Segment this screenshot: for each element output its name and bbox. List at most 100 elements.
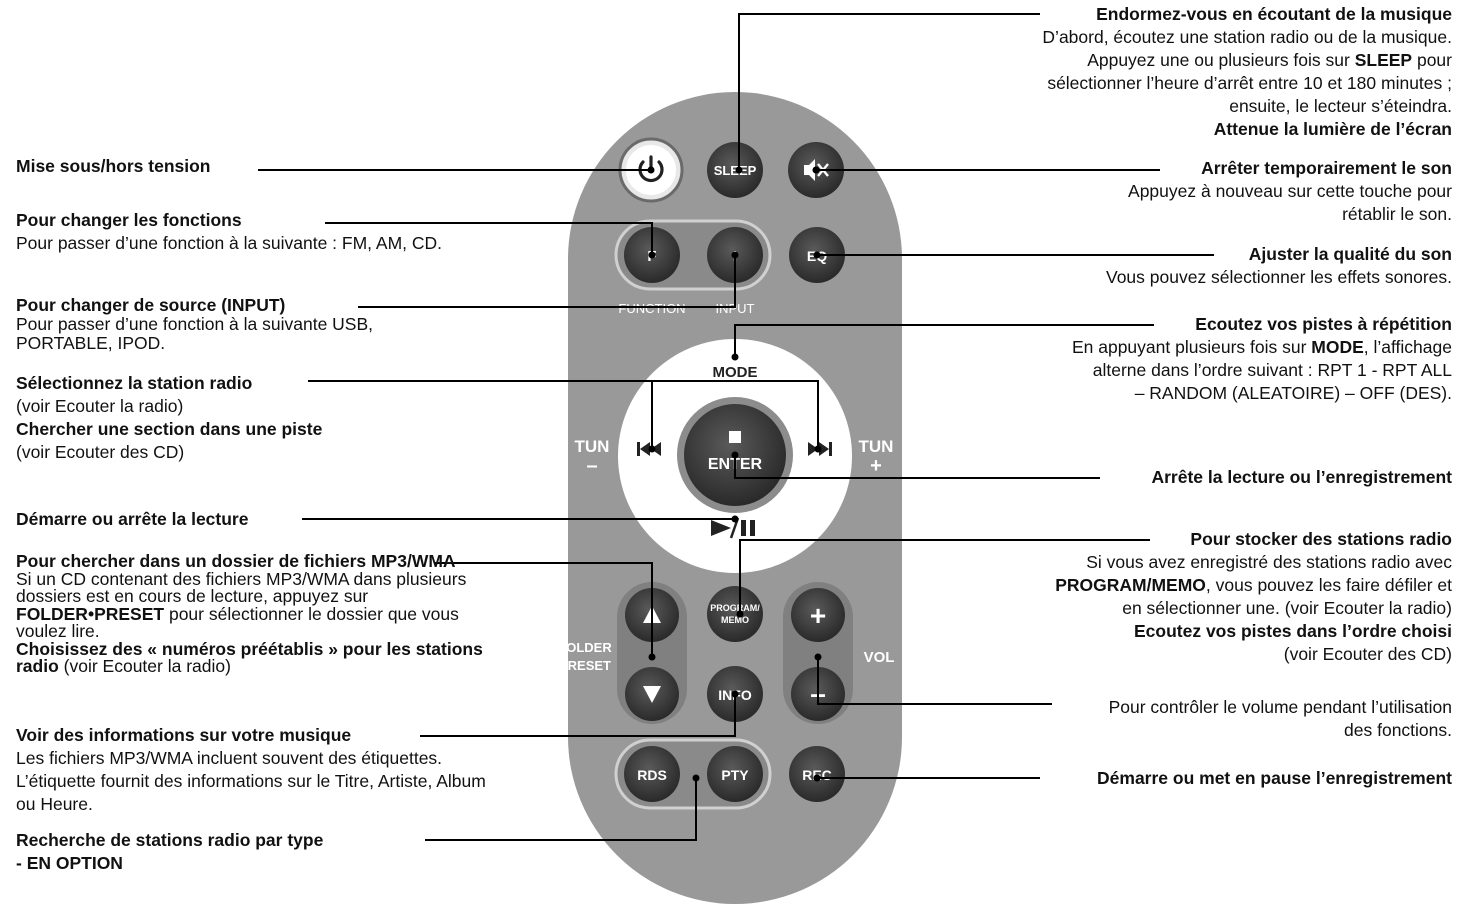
label-sleep-desc-2c: pour (1412, 50, 1452, 70)
tun-minus-sign: – (586, 455, 597, 477)
label-folder-title: Pour chercher dans un dossier de fichier… (16, 551, 456, 571)
tun-minus-button[interactable]: TUN – (575, 437, 610, 477)
label-rec-title: Démarre ou met en pause l’enregistrement (1097, 768, 1452, 788)
memo-label: MEMO (721, 615, 749, 625)
preset-label: PRESET (559, 658, 611, 673)
tun-plus-sign: + (870, 455, 882, 477)
volume-up-button[interactable]: + (791, 588, 845, 642)
label-track-search-desc: (voir Ecouter des CD) (16, 442, 185, 462)
label-mute-desc-1: Appuyez à nouveau sur cette touche pour (1128, 181, 1452, 201)
sleep-button[interactable]: SLEEP (707, 142, 763, 198)
label-sleep-title: Endormez-vous en écoutant de la musique (1096, 4, 1452, 24)
label-mode-desc-1b: MODE (1311, 337, 1364, 357)
down-arrow-icon (643, 686, 661, 703)
prev-button[interactable] (637, 442, 661, 456)
label-mute: Arrêter temporairement le son Appuyez à … (1128, 157, 1452, 226)
label-mode-desc-1a: En appuyant plusieurs fois sur (1071, 337, 1312, 357)
pty-button[interactable]: PTY (707, 746, 763, 802)
callout-lines (258, 13, 1214, 841)
label-program-order-title: Ecoutez vos pistes dans l’ordre choisi (1133, 621, 1452, 641)
label-folder-desc-2: pour sélectionner le dossier que vous vo… (16, 603, 459, 641)
label-mode-desc-1: En appuyant plusieurs fois sur MODE, l’a… (1072, 336, 1452, 359)
mode-button[interactable]: MODE (713, 364, 758, 381)
next-button[interactable] (808, 442, 832, 456)
label-sleep-desc-2: Appuyez une ou plusieurs fois sur SLEEP … (1042, 49, 1452, 72)
label-folder-desc: Si un CD contenant des fichiers MP3/WMA … (16, 568, 486, 641)
label-info-desc: Les fichiers MP3/WMA incluent souvent de… (16, 748, 486, 814)
input-label: INPUT (716, 301, 755, 316)
skip-forward-icon (808, 442, 832, 456)
label-volume-desc-2: des fonctions. (1344, 720, 1452, 740)
label-input: Pour changer de source (INPUT) Pour pass… (16, 296, 456, 353)
label-eq: Ajuster la qualité du son Vous pouvez sé… (1106, 243, 1452, 289)
label-function-desc: Pour passer d’une fonction à la suivante… (16, 233, 443, 253)
label-mode-desc-2: alterne dans l’ordre suivant : RPT 1 - R… (1092, 360, 1452, 380)
sleep-button-label: SLEEP (714, 163, 757, 178)
label-program-desc-4: (voir Ecouter des CD) (1283, 644, 1452, 664)
label-program-desc-2a: PROGRAM/MEMO (1055, 575, 1206, 595)
program-label: PROGRAM/ (710, 603, 760, 613)
label-mode: Ecoutez vos pistes à répétition En appuy… (1072, 313, 1452, 405)
label-info-title: Voir des informations sur votre musique (16, 725, 352, 745)
label-volume: Pour contrôler le volume pendant l’utili… (1109, 696, 1452, 742)
label-function-title: Pour changer les fonctions (16, 210, 242, 230)
label-program-desc-2b: , vous pouvez les faire défiler et (1205, 575, 1452, 595)
label-function: Pour changer les fonctions Pour passer d… (16, 209, 476, 255)
label-eq-title: Ajuster la qualité du son (1248, 244, 1452, 264)
label-stop-title: Arrête la lecture ou l’enregistrement (1151, 467, 1452, 487)
tun-plus-button[interactable]: TUN + (859, 437, 894, 477)
rds-button-label: RDS (637, 767, 667, 783)
tun-plus-label: TUN (859, 437, 894, 456)
label-track-search-title: Chercher une section dans une piste (16, 419, 323, 439)
program-memo-button[interactable]: PROGRAM/ MEMO (707, 586, 763, 642)
label-sleep-desc-3: sélectionner l’heure d’arrêt entre 10 et… (1047, 73, 1452, 93)
label-program-desc-2: PROGRAM/MEMO, vous pouvez les faire défi… (1055, 574, 1452, 597)
label-power-title: Mise sous/hors tension (16, 156, 211, 176)
pty-button-label: PTY (721, 767, 749, 783)
label-pty-title: Recherche de stations radio par type (16, 830, 324, 850)
label-pty: Recherche de stations radio par type - E… (16, 829, 323, 875)
label-program-desc-3: en sélectionner une. (voir Ecouter la ra… (1122, 598, 1452, 618)
label-play: Démarre ou arrête la lecture (16, 508, 248, 531)
label-sleep-desc-2b: SLEEP (1354, 50, 1413, 70)
stop-icon (729, 431, 741, 443)
rds-button[interactable]: RDS (624, 746, 680, 802)
plus-icon: + (810, 600, 826, 631)
label-program: Pour stocker des stations radio Si vous … (1055, 528, 1452, 666)
label-folder: Pour chercher dans un dossier de fichier… (16, 551, 486, 676)
function-label: FUNCTION (618, 301, 685, 316)
label-program-desc-1: Si vous avez enregistré des stations rad… (1086, 552, 1452, 572)
label-volume-desc-1: Pour contrôler le volume pendant l’utili… (1108, 697, 1452, 717)
label-sleep-desc-2a: Appuyez une ou plusieurs fois sur (1087, 50, 1355, 70)
label-sleep-desc-4: ensuite, le lecteur s’éteindra. (1229, 96, 1452, 116)
vol-label: VOL (864, 649, 895, 666)
label-info: Voir des informations sur votre musique … (16, 724, 491, 816)
label-sleep: Endormez-vous en écoutant de la musique … (1042, 3, 1452, 141)
label-play-title: Démarre ou arrête la lecture (16, 509, 249, 529)
label-input-title: Pour changer de source (INPUT) (16, 295, 286, 315)
label-power: Mise sous/hors tension (16, 155, 210, 178)
label-mode-desc-1c: , l’affichage (1363, 337, 1452, 357)
callout-dots (647, 166, 822, 782)
label-mute-title: Arrêter temporairement le son (1201, 158, 1452, 178)
label-mode-title: Ecoutez vos pistes à répétition (1195, 314, 1452, 334)
label-station-title: Sélectionnez la station radio (16, 373, 253, 393)
label-dimmer-title: Attenue la lumière de l’écran (1213, 119, 1452, 139)
label-sleep-desc-1: D’abord, écoutez une station radio ou de… (1042, 27, 1452, 47)
folder-label: FOLDER (558, 640, 612, 655)
label-station-desc: (voir Ecouter la radio) (16, 396, 184, 416)
label-preset: Choisissez des « numéros préétablis » po… (16, 640, 486, 676)
label-folder-desc-1: Si un CD contenant des fichiers MP3/WMA … (16, 568, 467, 606)
folder-down-button[interactable] (625, 667, 679, 721)
rec-button[interactable]: REC (789, 746, 845, 802)
skip-back-icon (637, 442, 661, 456)
label-mode-desc-3: – RANDOM (ALEATOIRE) – OFF (DES). (1134, 383, 1452, 403)
label-stop: Arrête la lecture ou l’enregistrement (1151, 466, 1452, 489)
label-mute-desc-2: rétablir le son. (1342, 204, 1452, 224)
label-rec: Démarre ou met en pause l’enregistrement (1097, 767, 1452, 790)
label-pty-optional: - EN OPTION (16, 853, 123, 873)
label-folder-desc-bold: FOLDER•PRESET (16, 603, 165, 624)
label-station: Sélectionnez la station radio (voir Ecou… (16, 372, 476, 464)
